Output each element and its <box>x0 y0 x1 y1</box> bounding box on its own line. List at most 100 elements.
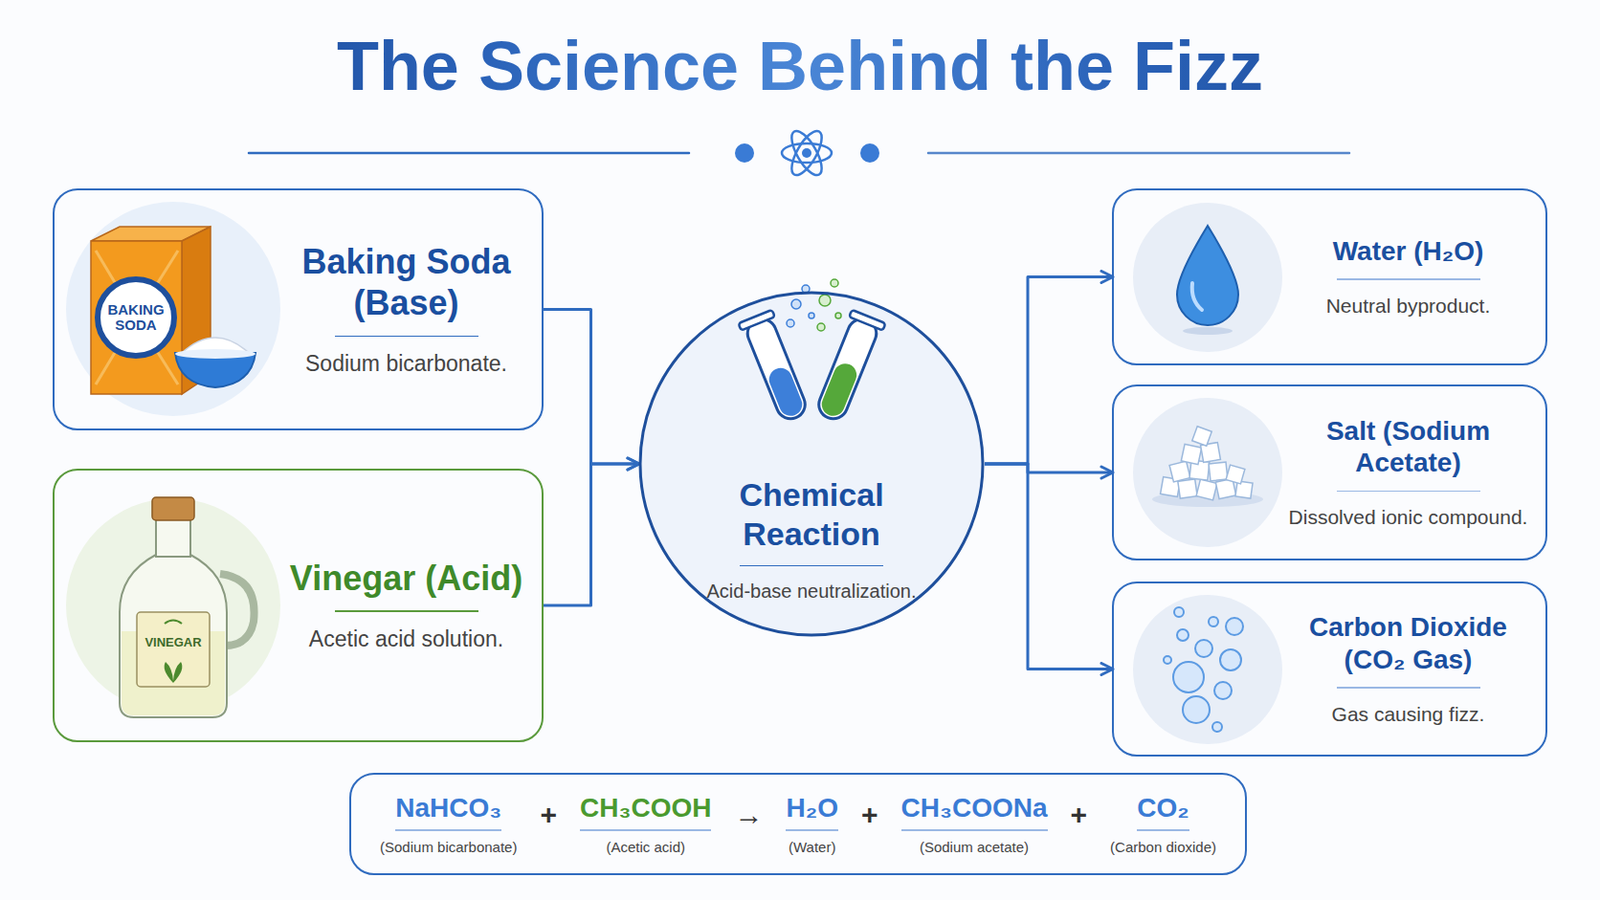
text-column: Carbon Dioxide (CO₂ Gas) Gas causing fizz… <box>1276 583 1540 756</box>
bubbles-icon <box>1133 595 1283 745</box>
package-label: BAKING SODA <box>102 302 170 334</box>
separator <box>1336 490 1481 493</box>
drawing-rect <box>155 516 191 557</box>
drawing-circle <box>734 143 755 163</box>
drawing-path <box>119 555 227 718</box>
drawing-rect <box>1225 465 1245 485</box>
drawing-circle <box>66 201 281 417</box>
description: Neutral byproduct. <box>1326 293 1491 319</box>
drawing-rect <box>1177 479 1198 499</box>
equation-row: NaHCO₃ (Sodium bicarbonate) + CH₃COOH (Aceti… <box>351 775 1245 874</box>
formula-name: (Acetic acid) <box>605 839 686 856</box>
drawing-rect <box>152 497 195 521</box>
heading: Carbon Dioxide (CO₂ Gas) <box>1276 611 1540 676</box>
drawing-rect <box>814 314 881 423</box>
separator <box>334 610 479 613</box>
drawing-circle <box>860 143 880 163</box>
drawing-g <box>811 310 887 425</box>
description: Gas causing fizz. <box>1332 702 1486 728</box>
drawing-circle <box>1182 696 1210 724</box>
operator: + <box>539 799 557 832</box>
drawing-ellipse <box>1182 327 1233 335</box>
equation-term: + <box>539 818 557 832</box>
drawing-circle <box>1174 607 1184 618</box>
product-box: Carbon Dioxide (CO₂ Gas) Gas causing fizz… <box>1111 581 1548 757</box>
description: Acid-base neutralization. <box>706 579 916 604</box>
connector-arrow <box>543 464 639 606</box>
drawing-g <box>786 279 842 332</box>
formula: CH₃COOH <box>579 793 712 832</box>
equation-term: → <box>733 818 763 832</box>
drawing-circle <box>1133 202 1283 353</box>
drawing-path <box>1177 225 1239 326</box>
water-icon <box>1133 202 1283 353</box>
connector-arrow <box>984 464 1112 670</box>
drawing-rect <box>136 612 210 688</box>
drawing-circle <box>1195 640 1213 658</box>
drawing-rect <box>1192 426 1213 447</box>
connector-arrow <box>543 310 639 466</box>
equation-box: NaHCO₃ (Sodium bicarbonate) + CH₃COOH (Aceti… <box>349 773 1247 876</box>
drawing-rect <box>818 360 861 421</box>
title: The Science Behind the Fizz <box>0 28 1600 105</box>
drawing-circle <box>640 292 983 636</box>
text-column: Water (H₂O) Neutral byproduct. <box>1276 190 1540 364</box>
separator <box>1336 278 1481 281</box>
drawing-rect <box>1196 479 1218 501</box>
drawing-rect <box>1169 461 1191 483</box>
text-column: Vinegar (Acid) Acetic acid solution. <box>288 470 524 741</box>
connector-arrow <box>984 277 1112 466</box>
reaction-circle: Chemical ReactionAcid-base neutralizatio… <box>638 290 985 638</box>
drawing-circle <box>97 279 175 356</box>
formula: CO₂ <box>1136 793 1189 832</box>
drawing-circle <box>1173 662 1204 693</box>
drawing-circle <box>819 294 831 307</box>
text-column: Baking Soda (Base)Sodium bicarbonate. <box>288 190 524 429</box>
equation-term: CH₃COONa(Sodium acetate) <box>901 793 1048 856</box>
drawing-circle <box>835 312 842 319</box>
drawing-ellipse <box>781 143 832 163</box>
drawing-ellipse <box>785 126 827 179</box>
drawing-circle <box>1220 649 1242 671</box>
equation-term: CH₃COOH (Acetic acid) <box>579 793 712 856</box>
drawing-line <box>928 152 1350 156</box>
equation-term: + <box>1070 818 1089 832</box>
drawing-circle <box>1133 398 1283 548</box>
drawing-circle <box>1133 595 1283 745</box>
drawing-circle <box>1214 682 1232 700</box>
drawing-circle <box>786 319 795 328</box>
drawing-circle <box>801 148 812 158</box>
drawing-rect <box>90 241 182 395</box>
description: Dissolved ionic compound. <box>1288 505 1529 531</box>
drawing-path <box>164 662 183 684</box>
drawing-path <box>164 621 182 625</box>
drawing-circle <box>830 279 839 288</box>
heading: Vinegar (Acid) <box>289 557 523 600</box>
reaction-illustration <box>640 279 983 636</box>
drawing-circle <box>1225 618 1244 636</box>
drawing-circle <box>1177 629 1189 642</box>
title-ornament <box>248 126 1350 179</box>
vinegar-icon <box>66 497 281 718</box>
drawing-g <box>1163 607 1244 733</box>
formula-name: (Sodium acetate) <box>919 839 1029 856</box>
salt-icon <box>1133 398 1283 548</box>
text-column: Chemical ReactionAcid-base neutralizatio… <box>677 472 946 607</box>
formula: NaHCO₃ <box>395 793 502 832</box>
operator: → <box>733 799 763 832</box>
package-label: VINEGAR <box>137 636 209 650</box>
formula-name: (Sodium bicarbonate) <box>379 839 517 856</box>
equation-term: NaHCO₃ (Sodium bicarbonate) <box>379 793 517 856</box>
drawing-g <box>738 310 814 425</box>
heading: Chemical Reaction <box>677 475 946 555</box>
equation-term: + <box>861 818 879 832</box>
drawing-rect <box>1208 462 1228 482</box>
drawing-g <box>781 126 832 179</box>
heading: Water (H₂O) <box>1333 235 1485 268</box>
heading: Salt (Sodium Acetate) <box>1276 415 1540 480</box>
description: Acetic acid solution. <box>309 625 504 654</box>
product-box: Salt (Sodium Acetate) Dissolved ionic com… <box>1111 384 1548 561</box>
formula-name: (Carbon dioxide) <box>1110 839 1217 856</box>
product-box: Water (H₂O) Neutral byproduct. <box>1111 188 1548 366</box>
